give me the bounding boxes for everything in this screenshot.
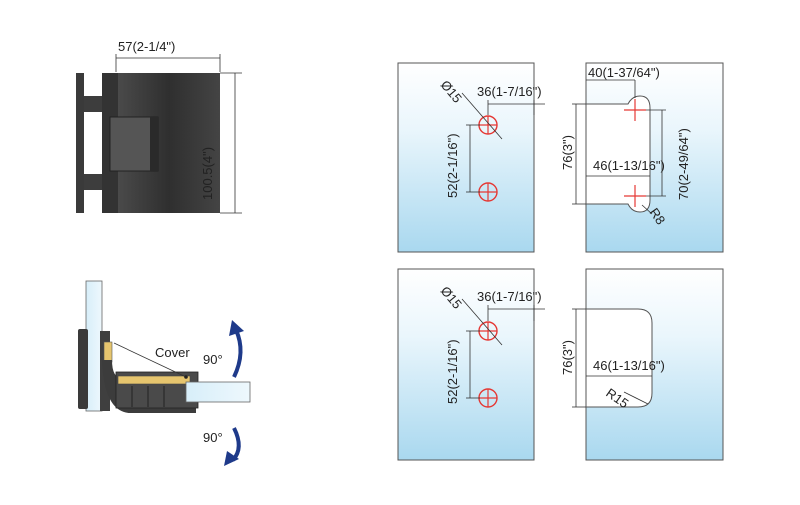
panel-top-right: 40(1-37/64") 76(3") 46(1-13/16") 70(2-49… <box>560 62 724 253</box>
notch-cutout <box>585 308 653 408</box>
edge-offset-label: 36(1-7/16") <box>477 289 542 304</box>
rotate-up-arrow-icon <box>232 329 243 378</box>
notch-cutout <box>585 95 651 213</box>
hole-spacing-label: 52(2-1/16") <box>445 133 460 198</box>
hole-spacing-label: 52(2-1/16") <box>445 339 460 404</box>
panel-bottom-right: 76(3") 46(1-13/16") R15 <box>560 268 724 461</box>
hole-spacing-label: 70(2-49/64") <box>676 128 691 200</box>
hinge-clamp-bar-bottom <box>84 174 102 190</box>
cover-label: Cover <box>155 345 190 360</box>
angle-bottom-label: 90° <box>203 430 223 445</box>
panel-top-left: 36(1-7/16") Ø15 52(2-1/16") <box>397 62 545 253</box>
top-width-label: 40(1-37/64") <box>588 65 660 80</box>
hinge-front-view: 57(2-1/4") 100.5(4") <box>76 39 242 214</box>
hinge-clamp-bar-top <box>84 96 102 112</box>
horizontal-glass <box>185 381 251 403</box>
glass-panel <box>397 268 535 461</box>
rotate-down-arrow-icon <box>231 427 241 462</box>
inner-width-label: 46(1-13/16") <box>593 358 665 373</box>
side-mount-plate <box>78 329 88 409</box>
panel-bottom-left: 36(1-7/16") Ø15 52(2-1/16") <box>397 268 545 461</box>
edge-offset-label: 36(1-7/16") <box>477 84 542 99</box>
hinge-back-plate <box>76 73 84 213</box>
hinge-side-view: Cover 90° 90° <box>78 280 251 466</box>
cut-height-label: 76(3") <box>560 135 575 170</box>
vertical-glass <box>85 280 103 412</box>
inner-width-label: 46(1-13/16") <box>593 158 665 173</box>
hinge-width-label: 57(2-1/4") <box>118 39 175 54</box>
angle-top-label: 90° <box>203 352 223 367</box>
glass-panel <box>397 62 535 253</box>
hinge-height-label: 100.5(4") <box>200 147 215 200</box>
cut-height-label: 76(3") <box>560 340 575 375</box>
